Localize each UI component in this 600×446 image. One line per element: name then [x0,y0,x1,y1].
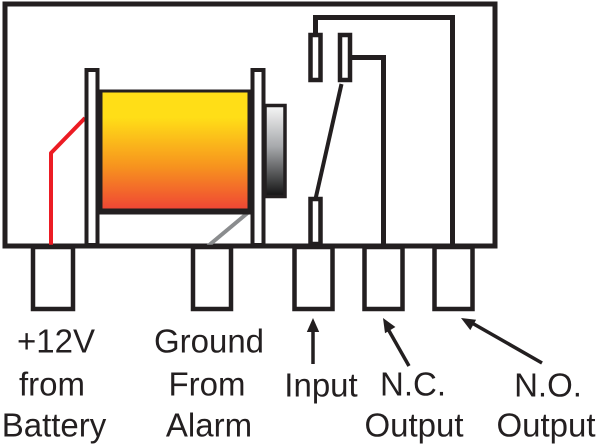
input-arrow-icon [306,318,320,364]
switch-blade [313,83,344,200]
label-input: Input [284,366,358,404]
no-arrow-icon [461,318,543,365]
nc-output-wire [350,55,386,246]
label-battery-line-1: +12V [17,322,95,360]
label-no-line-1: N.O. [514,366,582,404]
coil-core-bar [97,208,253,215]
no-output-wire [313,15,455,246]
label-no-line-2: Output [496,406,596,444]
label-nc-line-1: N.C. [380,365,446,403]
nc-contact-post [337,32,353,83]
input-contact-post [308,196,323,247]
pin-nc-output [362,244,405,312]
label-nc-line-2: Output [364,406,464,444]
coil-left-flange [84,68,100,247]
battery-wire [49,116,87,246]
label-ground-line-3: Alarm [165,406,253,444]
coil-right-flange [250,68,266,247]
nc-arrow-icon [383,318,411,367]
label-battery-line-2: from [19,365,85,403]
label-battery-line-3: Battery [1,406,107,444]
pin-battery [30,244,76,312]
pin-ground [190,244,234,312]
label-ground-line-2: From [168,365,246,403]
pin-input [292,244,335,312]
label-ground-line-1: Ground [153,322,265,360]
armature-metal-plate [263,103,287,199]
pin-no-output [432,244,475,312]
coil-winding [99,89,251,214]
no-contact-post [308,32,323,83]
ground-wire [206,209,252,248]
